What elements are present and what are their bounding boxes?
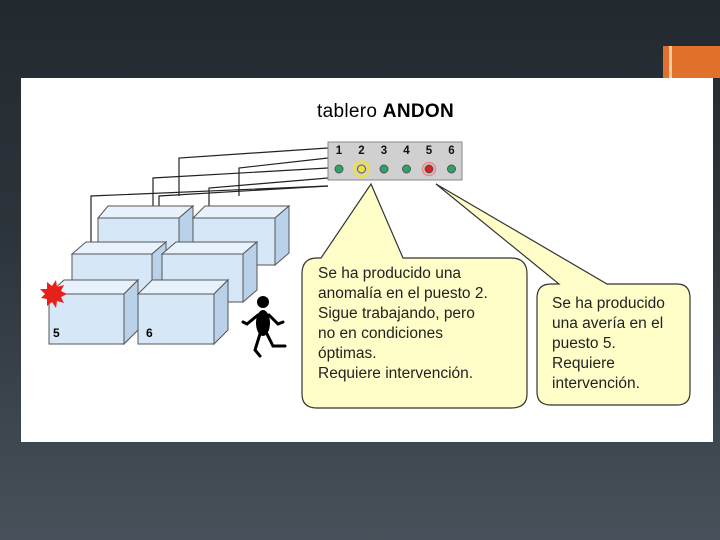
board-number-3: 3 [380,145,388,157]
status-light-1 [334,164,344,174]
accent-bar [663,46,720,78]
callout-station2-shape [301,182,528,409]
board-number-4: 4 [403,145,410,157]
workstation-front-row [47,278,230,346]
andon-board [327,141,463,181]
status-light-5-highlight [421,161,437,177]
board-number-1: 1 [335,145,343,157]
callout-station2-text: Se ha producido una anomalía en el puest… [318,265,488,382]
status-light-4 [402,164,411,174]
board-number-6: 6 [448,145,455,157]
station-label-6: 6 [146,326,153,340]
status-light-5 [424,164,434,174]
slide-canvas: tablero ANDON 1 2 3 4 5 6 5 6 Se ha producido… [21,78,713,442]
callout-station5-shape [435,183,691,406]
alarm-burst [40,280,67,308]
title-main: ANDON [382,101,454,122]
board-number-5: 5 [425,145,433,157]
status-light-3 [379,164,389,174]
diagram-title: tablero ANDON [317,101,454,123]
board-number-2: 2 [358,145,365,157]
station-label-5: 5 [53,326,60,340]
callout-station5-text: Se ha producido una avería en el puesto … [552,295,665,392]
status-light-2-highlight [353,160,370,178]
title-prefix: tablero [317,101,378,122]
worker-figure [241,296,287,358]
andon-diagram [40,141,691,409]
status-light-6 [447,164,456,174]
accent-line [669,46,672,78]
status-light-2 [357,164,366,174]
